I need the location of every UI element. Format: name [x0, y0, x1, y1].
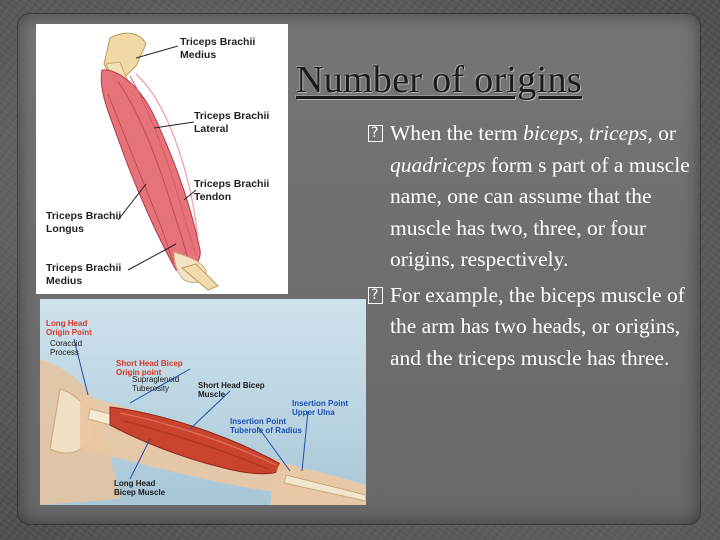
label-triceps-tendon: Triceps Brachii Tendon [194, 178, 270, 203]
slide-title: Number of origins [296, 59, 582, 101]
text-run: or [652, 121, 677, 145]
label-supraglenoid: Supraglenoid Tuberosity [132, 375, 180, 393]
text-run: form s part of a muscle name, one can as… [390, 152, 690, 272]
label-short-head-origin: Short Head Bicep Origin point [116, 359, 183, 377]
biceps-illustration: Long Head Origin Point Coracoid Process … [40, 299, 366, 505]
text-run: When the term [390, 121, 524, 145]
label-coracoid: Coracoid Process [50, 339, 83, 357]
bullet-paragraph-2: For example, the biceps muscle of the ar… [368, 280, 698, 375]
label-insertion-ulna: Insertion Point Upper Ulna [292, 399, 348, 417]
label-long-head-muscle: Long Head Bicep Muscle [114, 479, 166, 497]
text-run-italic: triceps, [588, 121, 653, 145]
text-run-italic: biceps, [523, 121, 584, 145]
label-triceps-lateral: Triceps Brachii Lateral [194, 110, 270, 135]
label-triceps-medius-top: Triceps Brachii Medius [180, 36, 256, 61]
text-run-italic: quadriceps [390, 152, 486, 177]
triceps-illustration: Triceps Brachii Medius Triceps Brachii L… [36, 24, 288, 294]
label-triceps-medius-bottom: Triceps Brachii Medius [46, 262, 122, 287]
bullet-box-icon [368, 281, 383, 310]
bullet-paragraph-1: When the term biceps, triceps, or quadri… [368, 118, 698, 276]
text-run: For example, the biceps muscle of the ar… [390, 282, 685, 370]
triceps-drawing [100, 32, 219, 291]
label-short-head-muscle: Short Head Bicep Muscle [198, 381, 265, 399]
slide-body: When the term biceps, triceps, or quadri… [368, 118, 698, 378]
label-triceps-longus: Triceps Brachii Longus [46, 210, 122, 235]
bullet-box-icon [368, 119, 383, 148]
label-long-head-origin: Long Head Origin Point [46, 319, 92, 337]
label-insertion-radius: Insertion Point Tuberole of Radius [230, 417, 302, 435]
biceps-drawing [40, 338, 366, 505]
